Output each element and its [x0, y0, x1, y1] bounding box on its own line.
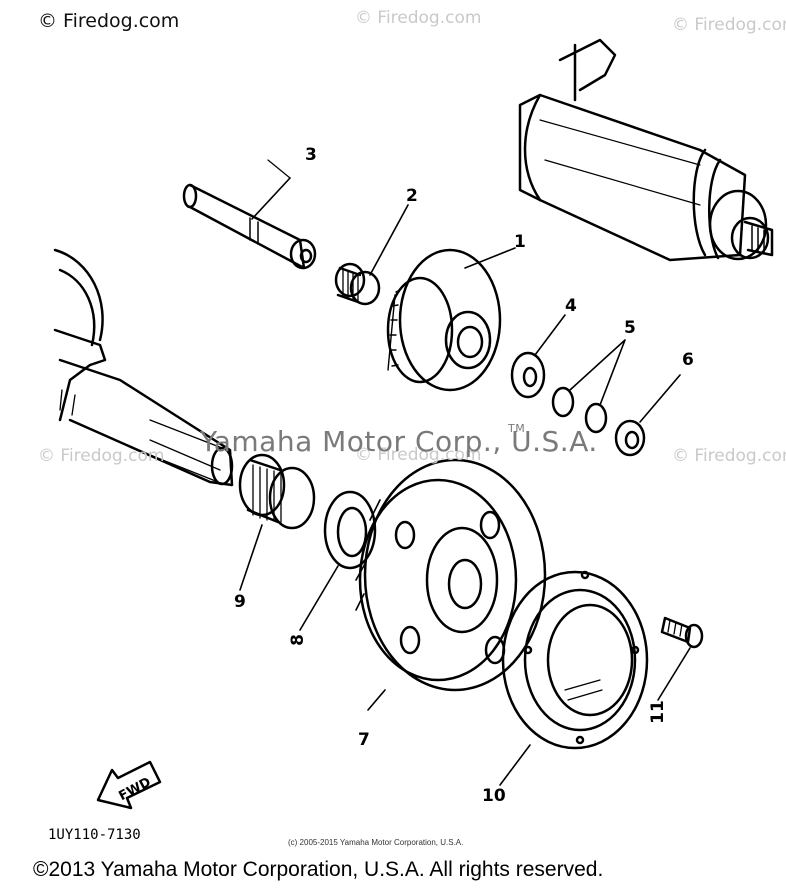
watermark: © Firedog.com [38, 10, 180, 32]
fwd-arrow [96, 760, 162, 810]
part-3-shaft [182, 159, 317, 270]
part-number-5: 5 [624, 318, 636, 338]
watermark: © Firedog.com [672, 15, 786, 35]
part-9-needle-bearing [238, 453, 316, 591]
trademark-symbol: TM [508, 422, 526, 435]
part-number-3: 3 [305, 145, 317, 165]
part-4-washer [510, 314, 566, 399]
starter-motor [518, 38, 774, 262]
watermark: © Firedog.com [672, 446, 786, 466]
part-11-bolt [657, 616, 704, 701]
watermark: © Firedog.com [38, 446, 165, 466]
part-number-1: 1 [514, 232, 526, 252]
watermark: © Firedog.com [355, 445, 482, 465]
diagram-code: 1UY110-7130 [48, 827, 141, 843]
crankshaft [53, 248, 234, 487]
part-number-11: 11 [647, 700, 668, 724]
footer-copyright: ©2013 Yamaha Motor Corporation, U.S.A. A… [33, 858, 604, 881]
part-10-one-way-clutch [499, 570, 649, 786]
part-2-needle-bearing [334, 204, 409, 306]
part-number-4: 4 [565, 296, 577, 316]
part-number-8: 8 [287, 634, 308, 646]
part-5-circlips [551, 339, 626, 434]
small-copyright: (c) 2005-2015 Yamaha Motor Corporation, … [288, 838, 464, 847]
part-number-10: 10 [482, 786, 506, 806]
watermark: © Firedog.com [355, 8, 482, 28]
part-6-washer [614, 374, 681, 457]
part-number-2: 2 [406, 186, 418, 206]
part-number-7: 7 [358, 730, 370, 750]
part-1-idler-gear [386, 247, 516, 392]
yamaha-watermark: Yamaha Motor Corp., U.S.A. [200, 425, 598, 458]
part-number-6: 6 [682, 350, 694, 370]
part-7-starter-wheel-gear [355, 458, 547, 711]
part-8-washer [299, 490, 377, 631]
part-number-9: 9 [234, 592, 246, 612]
